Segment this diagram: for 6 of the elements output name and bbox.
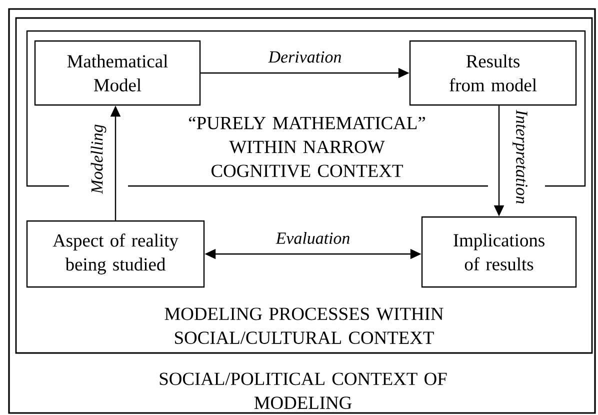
edge-label: Derivation [267, 50, 343, 64]
process-box: Results from model [409, 40, 577, 106]
edge-label: Evaluation [274, 231, 352, 245]
process-box: Aspect of reality being studied [26, 220, 205, 288]
process-box: Mathematical Model [34, 40, 201, 106]
process-box: Implications of results [421, 216, 577, 288]
